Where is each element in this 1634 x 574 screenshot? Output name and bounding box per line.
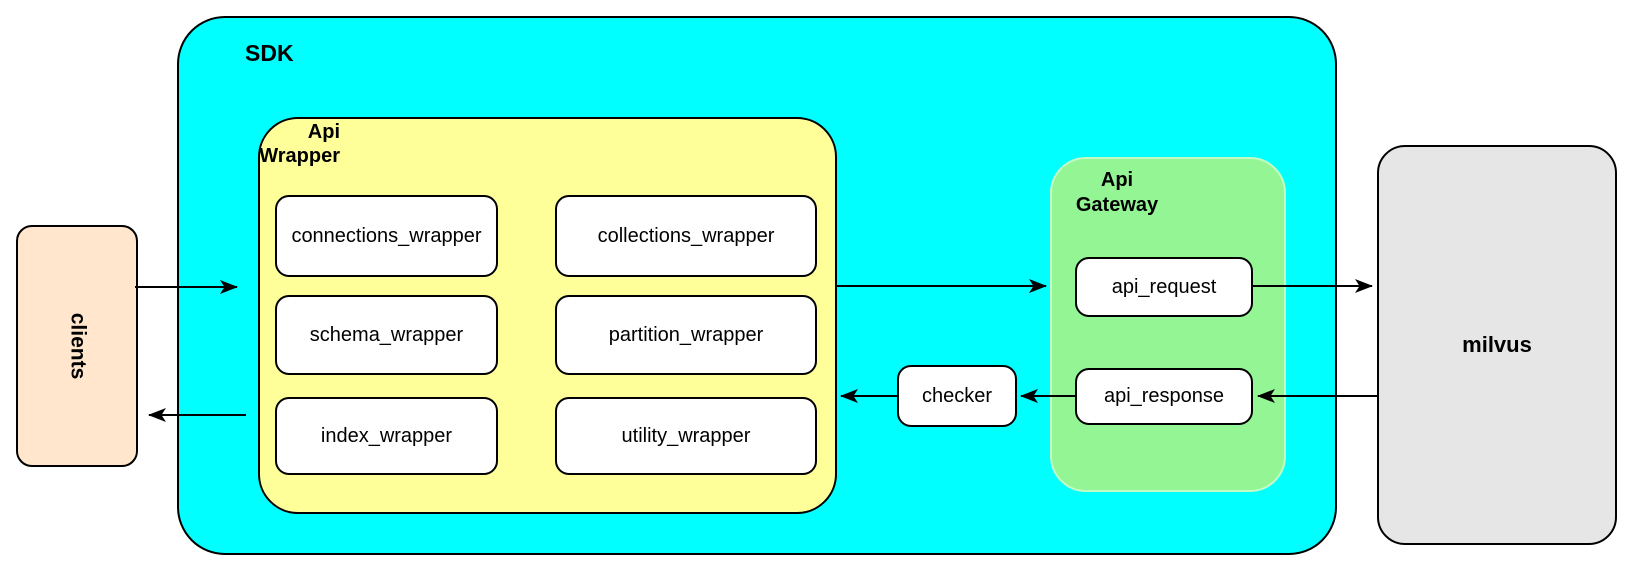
milvus-label: milvus (1462, 332, 1532, 357)
api-wrapper-label-line1: Api (307, 121, 340, 143)
node-utility-wrapper: utility_wrapper (555, 397, 817, 475)
api-gateway-label: Api Gateway (1050, 168, 1184, 218)
api-request-label: api_request (1111, 275, 1217, 298)
node-clients: clients (16, 225, 138, 467)
api-response-label: api_response (1103, 385, 1225, 407)
api-wrapper-label: Api Wrapper (258, 120, 340, 168)
clients-label: clients (66, 312, 89, 380)
node-connections-wrapper: connections_wrapper (275, 195, 498, 277)
node-partition-wrapper: partition_wrapper (555, 295, 817, 375)
node-api-response: api_response (1075, 368, 1253, 425)
connections-wrapper-label: connections_wrapper (291, 224, 482, 247)
partition-wrapper-label: partition_wrapper (608, 323, 764, 346)
index-wrapper-label: index_wrapper (320, 424, 453, 447)
api-gateway-label-line1: Api (1100, 169, 1134, 191)
node-checker: checker (897, 365, 1017, 427)
collections-wrapper-label: collections_wrapper (597, 224, 775, 247)
node-index-wrapper: index_wrapper (275, 397, 498, 475)
api-wrapper-label-line2: Wrapper (259, 145, 340, 167)
utility-wrapper-label: utility_wrapper (621, 424, 751, 447)
checker-label: checker (921, 384, 993, 407)
node-schema-wrapper: schema_wrapper (275, 295, 498, 375)
api-gateway-label-line2: Gateway (1075, 194, 1159, 216)
node-collections-wrapper: collections_wrapper (555, 195, 817, 277)
sdk-label: SDK (245, 40, 294, 66)
schema-wrapper-label: schema_wrapper (309, 323, 464, 346)
container-api-gateway (1050, 157, 1286, 492)
node-milvus: milvus (1377, 145, 1617, 545)
node-api-request: api_request (1075, 257, 1253, 317)
